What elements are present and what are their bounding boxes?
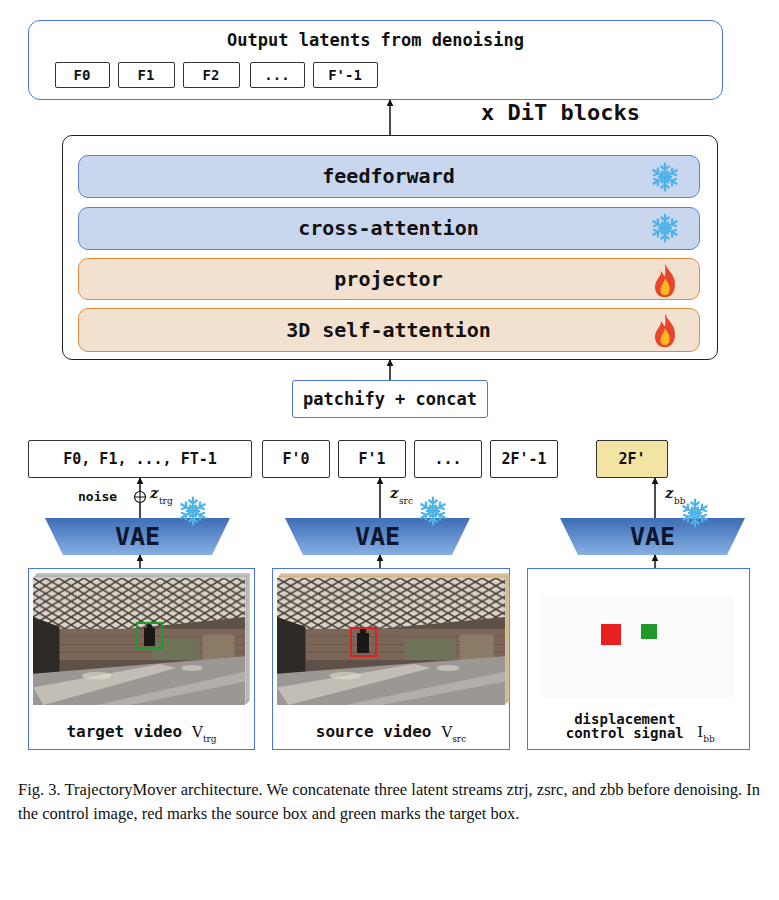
latent-frame: F0 xyxy=(55,62,110,88)
panel-label: target video xyxy=(66,722,182,741)
node-label: patchify + concat xyxy=(303,389,477,409)
arrow-connector xyxy=(139,555,141,568)
input-panel: target video Vtrg xyxy=(28,568,255,750)
node-label: F'-1 xyxy=(328,67,362,83)
arrow-connector xyxy=(379,555,381,568)
subscript: trg xyxy=(203,734,217,744)
subscript: bb xyxy=(674,496,686,506)
layer-box: 3D self-attention xyxy=(78,308,700,352)
node-label: 2F' xyxy=(618,450,645,468)
node-label: ... xyxy=(264,67,289,83)
vae-encoder: VAE xyxy=(285,518,470,555)
latent-frame: F'-1 xyxy=(313,62,378,88)
node-label: 3D self-attention xyxy=(286,318,491,342)
panel-label: source video xyxy=(316,722,432,741)
latent-frame: F2 xyxy=(183,62,240,88)
subscript: trg xyxy=(159,496,173,506)
variable-name: z xyxy=(150,484,159,502)
node-label: F0 xyxy=(74,67,91,83)
signal-name: noise xyxy=(78,489,117,504)
panel-caption: source video Vsrc xyxy=(273,722,509,741)
arrow-connector xyxy=(389,360,391,380)
process-box: patchify + concat xyxy=(292,380,488,418)
arrow-connector xyxy=(379,478,381,518)
vae-encoder: VAE xyxy=(45,518,230,555)
node-label: VAE xyxy=(115,522,160,551)
target-video-frames xyxy=(33,574,249,705)
subscript: src xyxy=(452,734,466,744)
dit-block: x DiT blocksfeedforwardcross-attentionpr… xyxy=(62,135,718,360)
latent-box: F0, F1, ..., FT-1 xyxy=(28,440,252,478)
node-label: F1 xyxy=(138,67,155,83)
latent-box: ... xyxy=(414,440,482,478)
output-box: Output latents from denoisingF0 F1 F2... F'… xyxy=(28,20,723,100)
node-label: F'0 xyxy=(282,450,309,468)
source-video-frames xyxy=(277,574,509,705)
node-label: VAE xyxy=(355,522,400,551)
latent-frame: ... xyxy=(250,62,305,88)
arrow-connector xyxy=(139,478,141,518)
latent-frame: F1 xyxy=(118,62,175,88)
block-heading: x DiT blocks xyxy=(481,100,640,125)
latent-box: 2F'-1 xyxy=(490,440,558,478)
layer-box: cross-attention xyxy=(78,207,700,250)
variable-name: z xyxy=(665,484,674,502)
arrow-connector xyxy=(654,478,656,518)
panel-caption: displacement control signal Ibb xyxy=(528,712,749,741)
variable-name: V xyxy=(192,723,203,741)
node-label: ... xyxy=(434,450,461,468)
variable-name: V xyxy=(441,723,452,741)
layer-box: projector xyxy=(78,258,700,300)
node-label: VAE xyxy=(630,522,675,551)
subscript: src xyxy=(399,496,413,506)
arrow-connector xyxy=(389,100,391,135)
input-panel: source video Vsrc xyxy=(272,568,510,750)
figure-caption: Fig. 3. TrajectoryMover architecture. We… xyxy=(18,778,760,826)
panel-caption: target video Vtrg xyxy=(29,722,254,741)
control-image xyxy=(541,595,734,698)
vae-encoder: VAE xyxy=(560,518,745,555)
node-label: feedforward xyxy=(322,164,454,188)
panel-label: displacement control signal xyxy=(562,712,687,741)
node-label: F2 xyxy=(203,67,220,83)
layer-box: feedforward xyxy=(78,155,700,198)
node-label: Output latents from denoising xyxy=(227,30,524,50)
node-label: cross-attention xyxy=(298,216,479,240)
add-symbol xyxy=(135,492,146,503)
latent-box: 2F' xyxy=(596,440,668,478)
node-label: 2F'-1 xyxy=(501,450,546,468)
subscript: bb xyxy=(703,734,715,744)
variable-name: I xyxy=(697,723,703,741)
latent-box: F'1 xyxy=(338,440,406,478)
latent-box: F'0 xyxy=(262,440,330,478)
variable-name: z xyxy=(390,484,399,502)
node-label: F0, F1, ..., FT-1 xyxy=(63,450,217,468)
arrow-connector xyxy=(654,555,656,568)
node-label: projector xyxy=(334,267,442,291)
input-panel: displacement control signal Ibb xyxy=(527,568,750,750)
node-label: F'1 xyxy=(358,450,385,468)
